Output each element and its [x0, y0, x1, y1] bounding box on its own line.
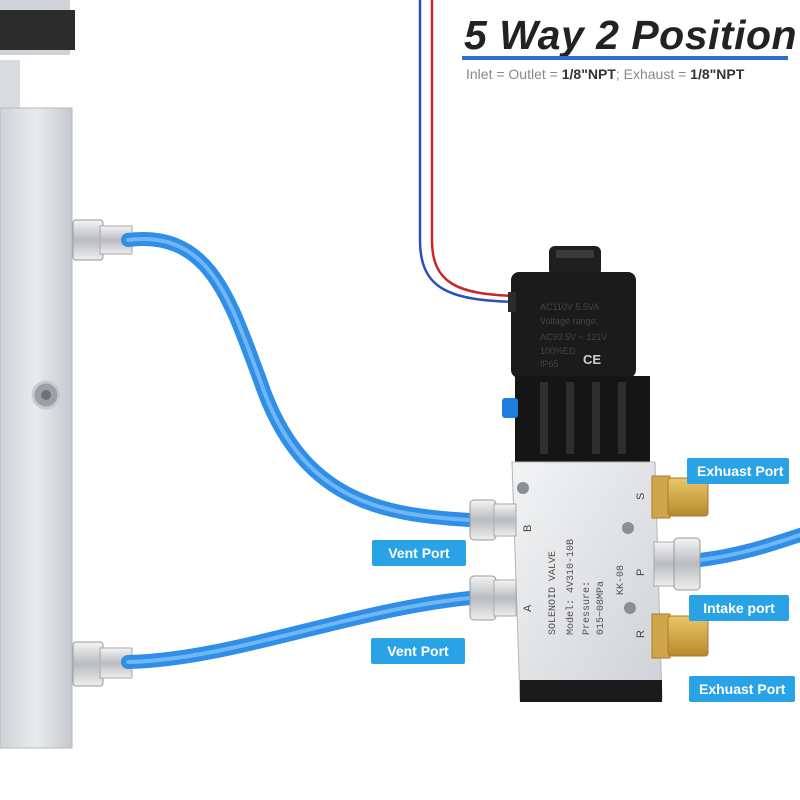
exhaust-muffler-bottom: [651, 613, 709, 659]
port-p-letter: P: [635, 569, 647, 576]
port-r-letter: R: [635, 630, 647, 638]
subtitle-part-2: 1/8"NPT: [561, 66, 616, 82]
subtitle-part-1: Inlet = Outlet =: [466, 66, 562, 82]
solenoid-coil: AC110V 5.5VA Voltage range: AC93.5V ~ 12…: [508, 246, 636, 378]
valve-model: Model: 4V310-10B: [565, 539, 577, 635]
subtitle-part-3: ; Exhaust =: [615, 66, 691, 82]
port-s-letter: S: [635, 493, 647, 500]
label-exhaust-port-top: Exhuast Port: [687, 458, 789, 484]
title-underline: [462, 56, 788, 60]
valve-pressure-label: Pressure:: [582, 581, 593, 635]
label-intake-port: Intake port: [689, 595, 789, 621]
valve-fitting-a: [469, 575, 517, 621]
coil-spec-3: AC93.5V ~ 121V: [540, 332, 607, 342]
page-title: 5 Way 2 Position: [464, 12, 798, 58]
valve-pressure-value: 015~08MPa: [596, 581, 607, 635]
coil-wires: [418, 0, 516, 304]
coil-spec-1: AC110V 5.5VA: [540, 302, 599, 312]
port-size-subtitle: Inlet = Outlet = 1/8"NPT; Exhaust = 1/8"…: [466, 66, 744, 82]
coil-spec-5: IP65: [540, 359, 559, 369]
valve-name: SOLENOID VALVE: [548, 551, 559, 635]
valve-code: KK-08: [616, 565, 627, 595]
label-exhaust-port-bottom: Exhuast Port: [689, 676, 795, 702]
exhaust-muffler-top: [651, 475, 709, 519]
port-a-letter: A: [522, 604, 534, 612]
valve-fitting-p: [653, 537, 701, 591]
ce-mark: CE: [583, 352, 601, 367]
label-vent-port-bottom: Vent Port: [371, 638, 465, 664]
port-b-letter: B: [522, 525, 534, 532]
coil-spec-2: Voltage range:: [540, 316, 598, 326]
coil-spec-4: 100%ED: [540, 346, 576, 356]
valve-body: SOLENOID VALVE Model: 4V310-10B Pressure…: [511, 461, 663, 702]
valve-fitting-b: [469, 499, 517, 541]
label-vent-port-top: Vent Port: [372, 540, 466, 566]
air-tubes: [121, 232, 800, 669]
subtitle-part-4: 1/8"NPT: [690, 66, 745, 82]
solenoid-actuator: [502, 376, 650, 462]
air-cylinder: [0, 0, 75, 749]
